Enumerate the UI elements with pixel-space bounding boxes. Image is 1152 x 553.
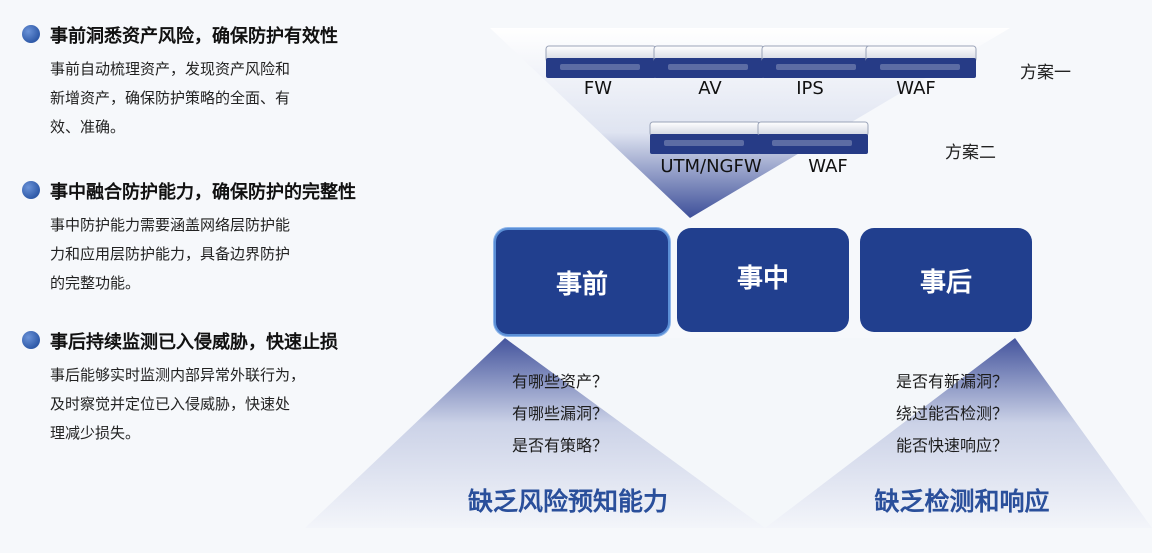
server-icon-waf-2 [757, 121, 869, 154]
device-label-waf: WAF [896, 78, 935, 99]
bullet-dot-icon [22, 331, 40, 349]
right-triangle [765, 338, 1152, 528]
scheme2-label: 方案二 [945, 143, 996, 163]
phase-before: 事前 [494, 228, 670, 336]
question-item: 有哪些漏洞？ [511, 404, 608, 423]
server-icon-waf [865, 45, 977, 78]
right-questions: 是否有新漏洞？ 绕过能否检测？ 能否快速响应？ [852, 366, 1052, 462]
left-gap-label: 缺乏风险预知能力 [467, 487, 668, 516]
right-gap-label: 缺乏检测和响应 [874, 487, 1050, 516]
left-questions: 有哪些资产？ 有哪些漏洞？ 是否有策略？ [460, 366, 660, 462]
bullet-line: 及时察觉并定位已入侵威胁，快速处 [50, 395, 291, 413]
server-icon-fw [545, 45, 657, 78]
middle-valley [505, 338, 1015, 528]
bullet-dot-icon [22, 25, 40, 43]
question-item: 能否快速响应？ [895, 436, 1008, 455]
bullet-title: 事中融合防护能力，确保防护的完整性 [50, 182, 356, 203]
bullet-body: 事后能够实时监测内部异常外联行为， 及时察觉并定位已入侵威胁，快速处 理减少损失… [50, 361, 400, 448]
bullet-line: 新增资产，确保防护策略的全面、有 [50, 89, 291, 107]
device-label-ips: IPS [796, 78, 824, 99]
bullet-line: 事前自动梳理资产，发现资产风险和 [50, 60, 291, 78]
bullet-body: 事中防护能力需要涵盖网络层防护能 力和应用层防护能力，具备边界防护 的完整功能。 [50, 211, 400, 298]
left-triangle [305, 338, 765, 528]
bullet-line: 理减少损失。 [50, 424, 141, 442]
question-item: 是否有策略？ [511, 436, 608, 455]
bullet-line: 的完整功能。 [50, 274, 141, 292]
bullet-line: 事中防护能力需要涵盖网络层防护能 [50, 216, 291, 234]
server-icon-ips [761, 45, 873, 78]
scheme1-label: 方案一 [1020, 63, 1071, 83]
server-icon-av [653, 45, 765, 78]
bullet-title: 事后持续监测已入侵威胁，快速止损 [50, 332, 338, 353]
device-label-fw: FW [584, 78, 612, 99]
phase-after: 事后 [860, 228, 1032, 332]
bullet-body: 事前自动梳理资产，发现资产风险和 新增资产，确保防护策略的全面、有 效、准确。 [50, 55, 400, 142]
question-item: 绕过能否检测？ [895, 404, 1008, 423]
device-label-waf-2: WAF [808, 156, 847, 177]
bullet-title: 事前洞悉资产风险，确保防护有效性 [50, 26, 338, 47]
device-label-av: AV [698, 78, 722, 99]
question-item: 有哪些资产？ [511, 372, 608, 391]
server-icon-utm [649, 121, 761, 154]
device-label-utm: UTM/NGFW [660, 156, 762, 177]
bullet-line: 事后能够实时监测内部异常外联行为， [50, 366, 306, 384]
phase-during: 事中 [677, 228, 849, 332]
bullet-line: 力和应用层防护能力，具备边界防护 [50, 245, 291, 263]
bullet-line: 效、准确。 [50, 118, 126, 136]
question-item: 是否有新漏洞？ [895, 372, 1008, 391]
bullet-dot-icon [22, 181, 40, 199]
